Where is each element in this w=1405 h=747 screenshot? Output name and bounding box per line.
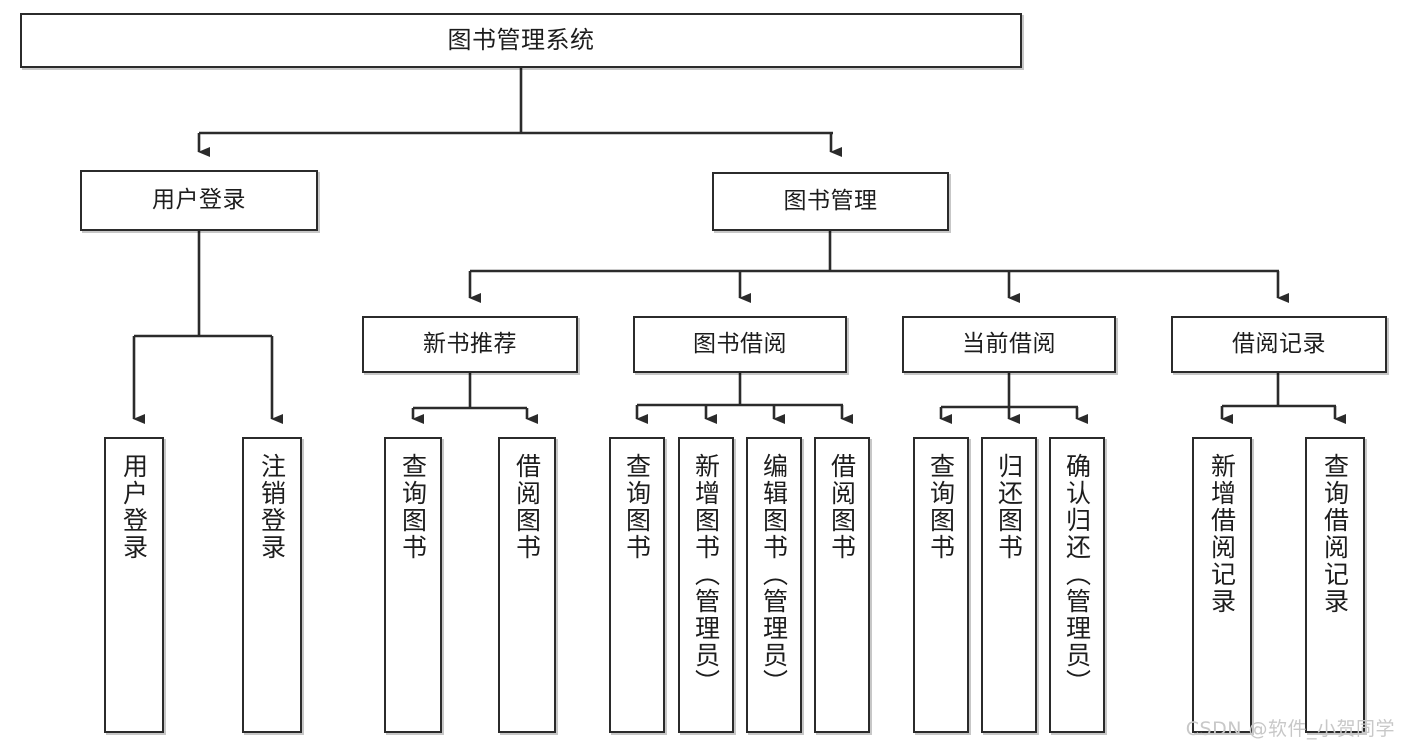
node-label: 查询图书 xyxy=(398,453,428,561)
node-borrow-record[interactable]: 借阅记录 xyxy=(1171,316,1387,373)
node-label: 注销登录 xyxy=(257,453,287,561)
node-current-borrow[interactable]: 当前借阅 xyxy=(902,316,1116,373)
node-book-borrow[interactable]: 图书借阅 xyxy=(633,316,847,373)
node-label: 借阅图书 xyxy=(512,453,542,561)
node-root-book-management-system[interactable]: 图书管理系统 xyxy=(20,13,1022,68)
leaf-book-borrow-edit-admin[interactable]: 编辑图书（管理员） xyxy=(746,437,802,733)
leaf-user-login-login[interactable]: 用户登录 xyxy=(104,437,164,733)
node-label: 借阅记录 xyxy=(1232,330,1326,357)
node-label: 查询借阅记录 xyxy=(1320,453,1350,615)
leaf-borrow-record-add[interactable]: 新增借阅记录 xyxy=(1192,437,1252,733)
node-label: 编辑图书（管理员） xyxy=(759,453,789,696)
leaf-new-book-query[interactable]: 查询图书 xyxy=(384,437,442,733)
node-label: 确认归还（管理员） xyxy=(1062,453,1092,696)
watermark-text: CSDN @软件_小贺同学 xyxy=(1185,718,1395,740)
leaf-current-borrow-confirm-admin[interactable]: 确认归还（管理员） xyxy=(1049,437,1105,733)
leaf-current-borrow-return[interactable]: 归还图书 xyxy=(981,437,1037,733)
node-label: 用户登录 xyxy=(119,453,149,561)
node-label: 当前借阅 xyxy=(962,330,1056,357)
leaf-book-borrow-borrow[interactable]: 借阅图书 xyxy=(814,437,870,733)
leaf-borrow-record-query[interactable]: 查询借阅记录 xyxy=(1305,437,1365,733)
node-label: 新增图书（管理员） xyxy=(691,453,721,696)
leaf-book-borrow-query[interactable]: 查询图书 xyxy=(609,437,665,733)
node-label: 图书管理 xyxy=(783,187,878,214)
node-label: 借阅图书 xyxy=(827,453,857,561)
node-label: 新书推荐 xyxy=(423,330,517,357)
node-label: 新增借阅记录 xyxy=(1207,453,1237,615)
node-label: 查询图书 xyxy=(926,453,956,561)
leaf-current-borrow-query[interactable]: 查询图书 xyxy=(913,437,969,733)
leaf-book-borrow-add-admin[interactable]: 新增图书（管理员） xyxy=(678,437,734,733)
node-label: 图书管理系统 xyxy=(447,26,595,55)
node-user-login[interactable]: 用户登录 xyxy=(80,170,318,231)
node-label: 图书借阅 xyxy=(693,330,787,357)
node-book-management[interactable]: 图书管理 xyxy=(712,172,949,231)
node-label: 归还图书 xyxy=(994,453,1024,561)
node-label: 用户登录 xyxy=(152,186,246,213)
leaf-user-login-logout[interactable]: 注销登录 xyxy=(242,437,302,733)
leaf-new-book-borrow[interactable]: 借阅图书 xyxy=(498,437,556,733)
node-label: 查询图书 xyxy=(622,453,652,561)
node-new-book-recommend[interactable]: 新书推荐 xyxy=(362,316,578,373)
